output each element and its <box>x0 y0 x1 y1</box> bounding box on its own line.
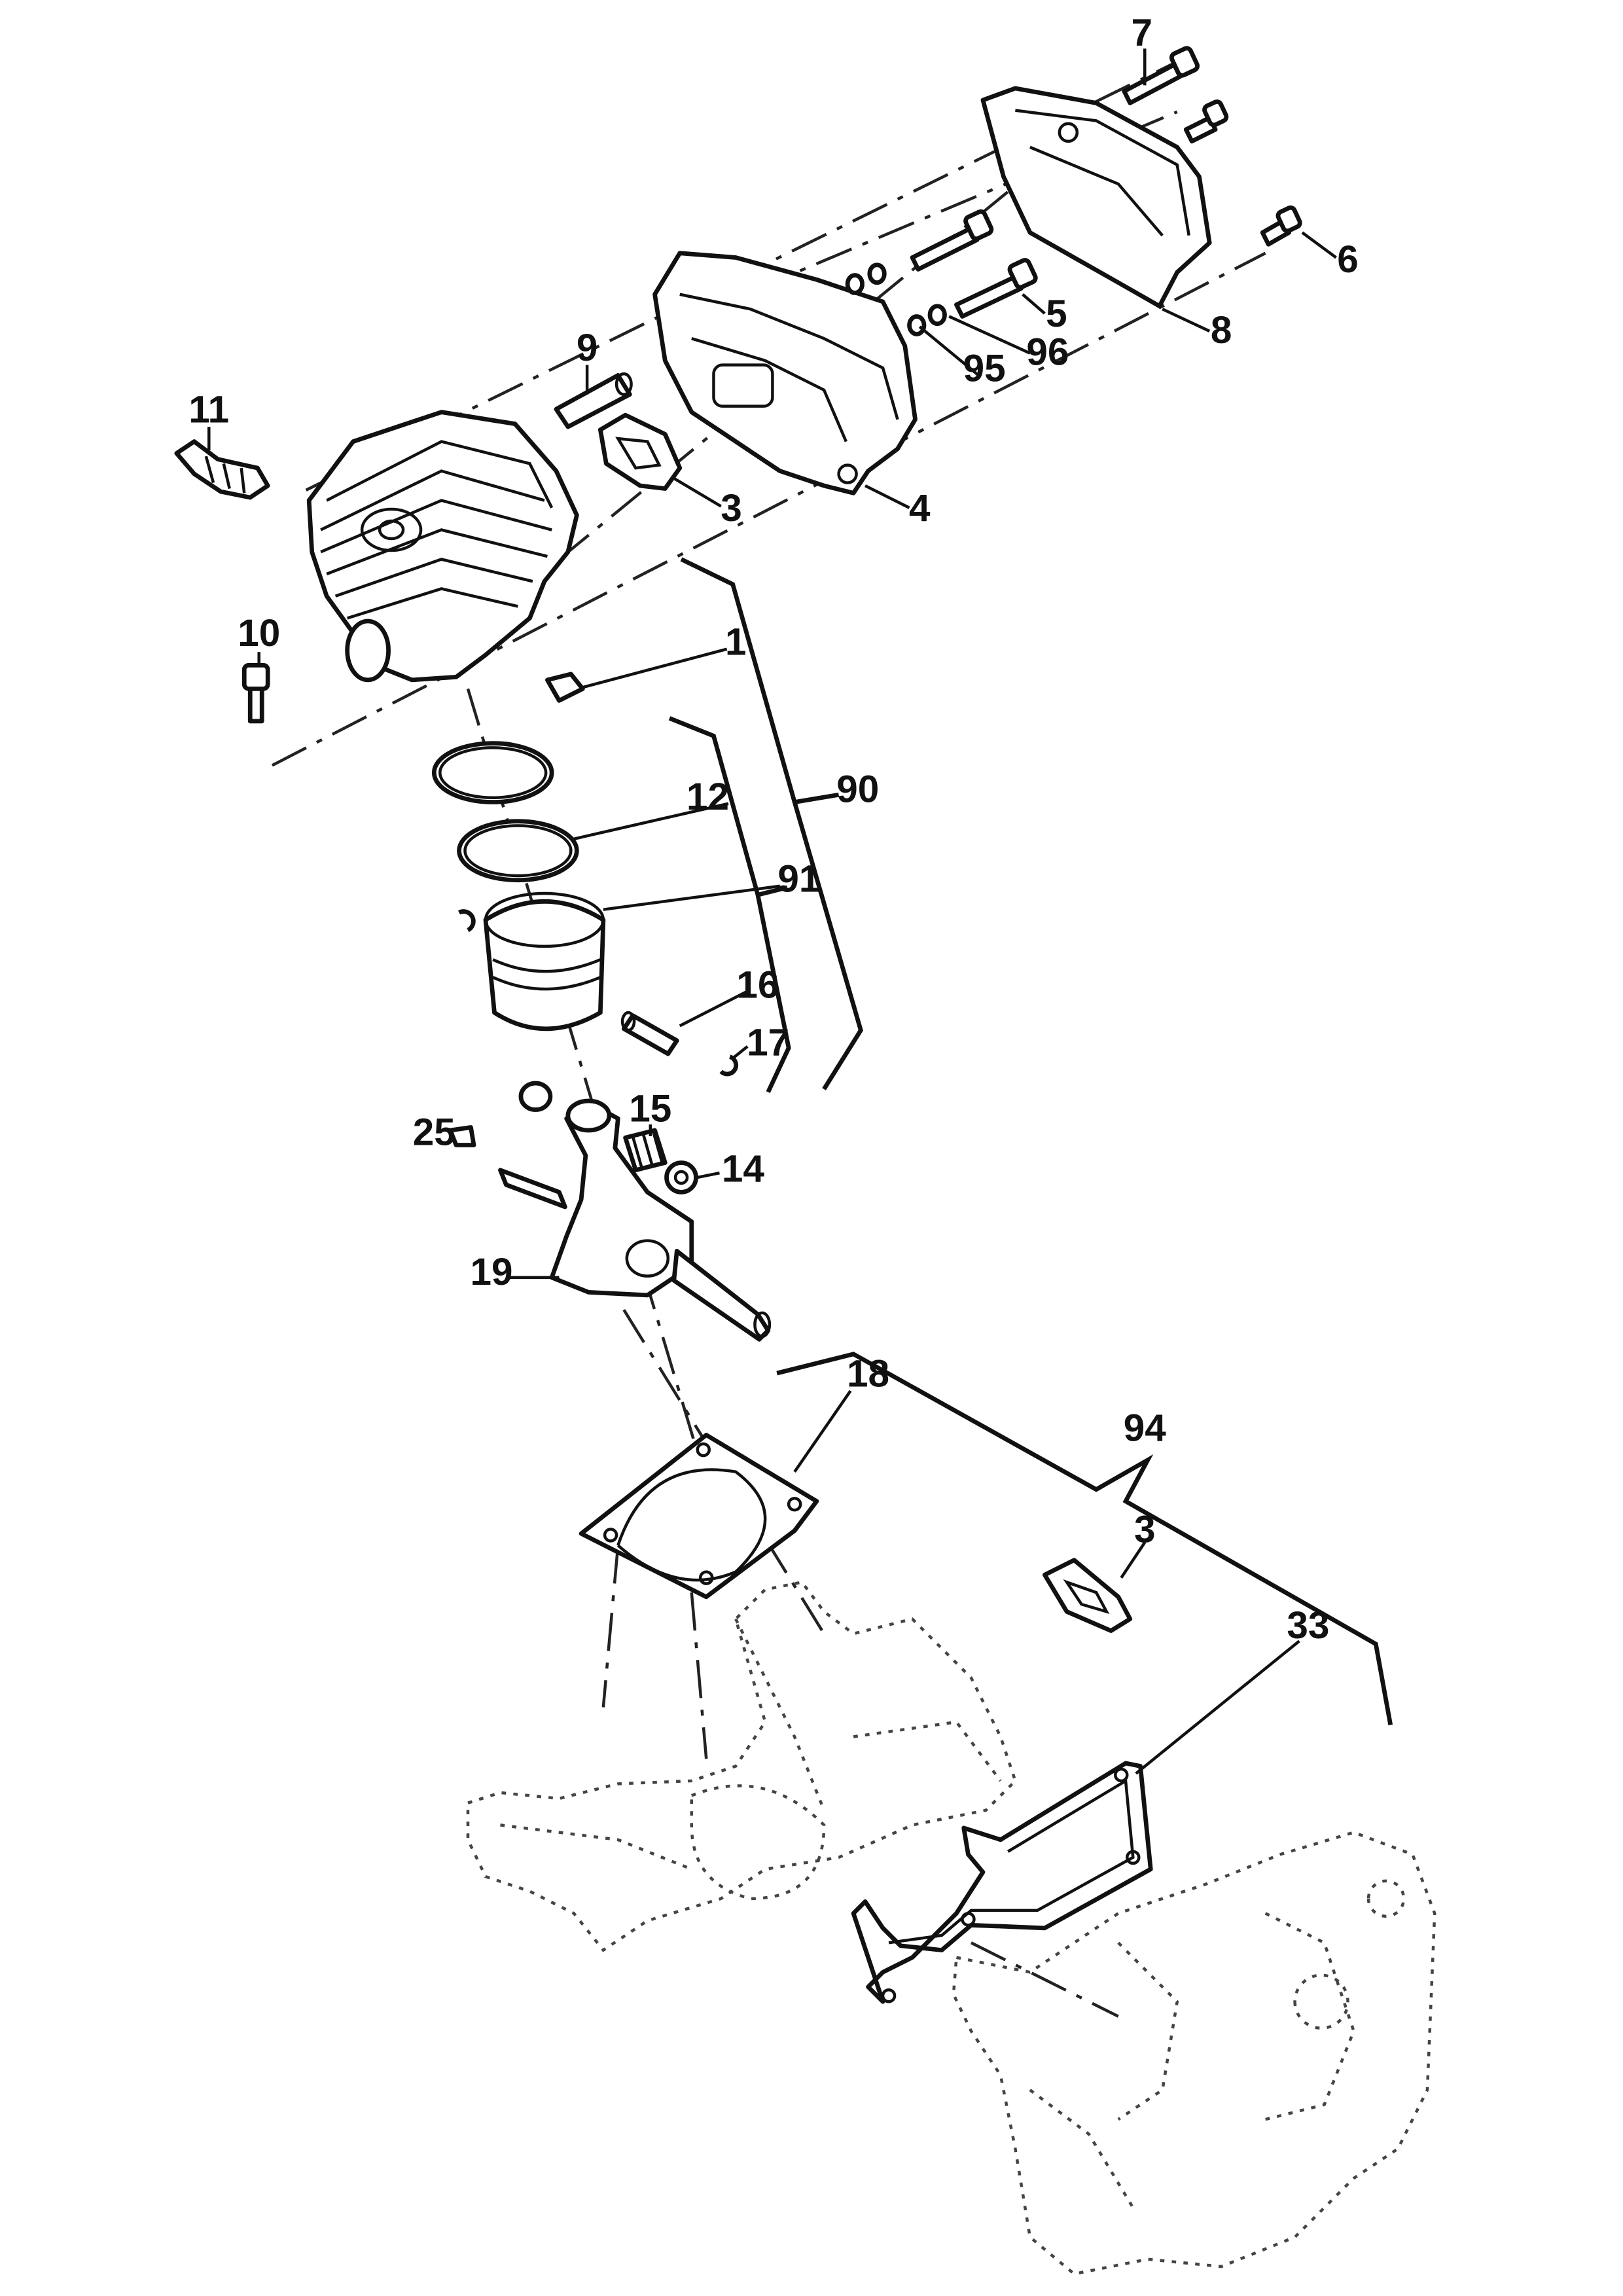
spark-plug-part-11 <box>174 439 270 500</box>
washer-part-14 <box>664 1160 698 1194</box>
callout-labels: 7 6 5 8 96 95 9 11 3 4 10 1 90 12 91 16 … <box>188 12 1358 1647</box>
callout-3-upper: 3 <box>721 487 742 529</box>
bolt-upper <box>910 226 980 272</box>
crankcase-main-ghost <box>952 1831 1436 2276</box>
bracket-91 <box>668 716 791 1093</box>
callout-7: 7 <box>1132 12 1153 54</box>
muffler-body-part-4 <box>652 251 918 495</box>
callout-95: 95 <box>963 347 1006 389</box>
key-part-25 <box>448 1125 476 1147</box>
callout-6: 6 <box>1337 238 1359 281</box>
bracket-90 <box>680 557 863 1090</box>
callout-94: 94 <box>1124 1407 1167 1449</box>
bolts <box>910 46 1302 319</box>
callout-12: 12 <box>687 776 729 818</box>
callout-3-lower: 3 <box>1134 1509 1156 1551</box>
callout-16: 16 <box>736 964 779 1007</box>
bolt-part-7 <box>1122 62 1183 105</box>
callout-91: 91 <box>777 858 820 901</box>
muffler-cover-part-8 <box>980 86 1212 309</box>
callout-8: 8 <box>1211 309 1232 351</box>
piston-rings-part-12 <box>431 741 579 883</box>
crankcase-gasket-part-33 <box>851 1761 1153 2004</box>
cylinder-part-1 <box>306 410 585 703</box>
washers <box>845 262 947 336</box>
callout-5: 5 <box>1046 293 1067 335</box>
circlip-part-17 <box>719 1054 739 1077</box>
crankshaft-part-19 <box>498 1081 772 1342</box>
bracket-94 <box>776 1352 1393 1726</box>
callout-14: 14 <box>722 1148 765 1191</box>
callout-4: 4 <box>909 487 931 529</box>
assembly-brackets <box>668 557 1393 1726</box>
piston-pin-part-16 <box>620 1011 679 1056</box>
callout-1: 1 <box>725 621 747 664</box>
callout-19: 19 <box>470 1251 512 1293</box>
callout-9: 9 <box>577 327 598 369</box>
muffler-gasket-part-3 <box>597 412 683 491</box>
bolt-part-5 <box>954 274 1024 319</box>
needle-bearing-part-15 <box>623 1128 668 1173</box>
crankcase-half-ghost <box>466 1580 1017 1952</box>
callout-15: 15 <box>629 1088 671 1130</box>
callout-25: 25 <box>413 1111 455 1153</box>
cylinder-base-gasket-part-18 <box>579 1433 819 1600</box>
callout-11: 11 <box>188 388 229 431</box>
callout-90: 90 <box>836 768 879 811</box>
muffler-gasket-part-3-lower <box>1043 1558 1133 1633</box>
callout-10: 10 <box>238 612 280 655</box>
piston <box>458 891 606 1031</box>
sleeve-part-9 <box>554 372 633 429</box>
leader-lines <box>207 48 1337 1775</box>
screw-part-10 <box>241 663 270 724</box>
callout-17: 17 <box>747 1021 789 1064</box>
callout-96: 96 <box>1026 331 1069 374</box>
callout-18: 18 <box>847 1352 889 1395</box>
callout-33: 33 <box>1287 1604 1329 1647</box>
